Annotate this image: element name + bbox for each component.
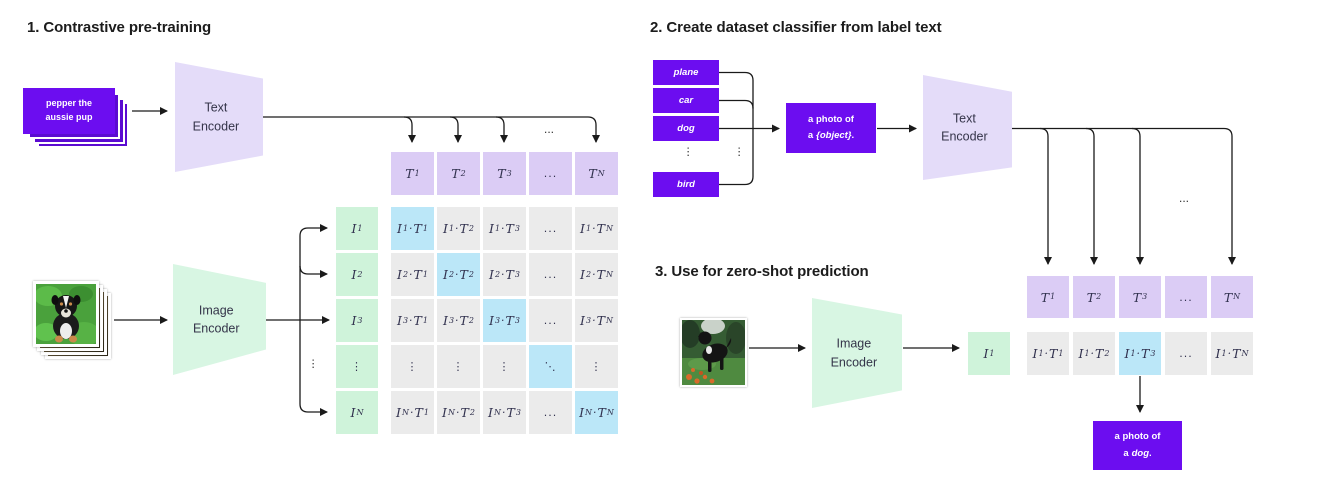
similarity-cell: ...: [529, 207, 572, 250]
label-bracket: [719, 71, 754, 186]
section3-title: 3. Use for zero-shot prediction: [655, 263, 869, 280]
puppy-photo: [33, 281, 100, 347]
image-encoder-1: Image Encoder: [173, 264, 266, 375]
similarity-cell: ⋮: [483, 345, 526, 388]
labels-vdots: ⋮: [683, 146, 694, 158]
text-input-line2: aussie pup: [45, 112, 93, 122]
text-embedding-cell: ...: [1165, 276, 1207, 318]
similarity-cell: ⋮: [437, 345, 480, 388]
text-encoder-1: Text Encoder: [175, 62, 263, 172]
image-embedding-cell: ⋮: [336, 345, 378, 388]
text-encoder-1-label: Text Encoder: [192, 100, 240, 133]
image-encoder-1-label: Image Encoder: [192, 302, 240, 336]
text-encoder-2: Text Encoder: [923, 75, 1012, 180]
section2-title: 2. Create dataset classifier from label …: [650, 19, 942, 36]
bracket-vdots: ⋮: [734, 146, 745, 158]
branch-vdots: ⋮: [308, 358, 319, 370]
section1-title: 1. Contrastive pre-training: [27, 19, 212, 36]
text-embedding-cell: ...: [529, 152, 572, 195]
label-card-bird: bird: [653, 172, 719, 197]
similarity-cell: ⋮: [391, 345, 434, 388]
text-input-card: pepper the aussie pup: [23, 88, 115, 134]
similarity-cell: ⋱: [529, 345, 572, 388]
label-card-plane: plane: [653, 60, 719, 85]
similarity-cell: ...: [529, 253, 572, 296]
similarity-cell: ...: [529, 299, 572, 342]
label-card-dog: dog: [653, 116, 719, 141]
similarity-cell: ...: [1165, 332, 1207, 375]
similarity-cell: ...: [529, 391, 572, 434]
prompt-line2: a{object}.: [807, 130, 855, 141]
textencoder2-output-line: [1012, 127, 1236, 265]
branch-ellipsis: ...: [544, 124, 555, 136]
dog-photo: [680, 318, 747, 387]
prediction-line1: a photo of: [1114, 431, 1161, 443]
text-encoder-2-label: Text Encoder: [941, 110, 988, 144]
label-card-car: car: [653, 88, 719, 113]
prompt-template-box: a photo of a{object}.: [786, 103, 876, 153]
similarity-cell: ⋮: [575, 345, 618, 388]
prompt-line1: a photo of: [808, 113, 854, 125]
image-encoder-2: Image Encoder: [812, 298, 902, 408]
image-encoder-2-label: Image Encoder: [830, 336, 878, 369]
branch-ellipsis: ...: [1179, 193, 1190, 205]
text-input-line1: pepper the: [45, 98, 92, 109]
